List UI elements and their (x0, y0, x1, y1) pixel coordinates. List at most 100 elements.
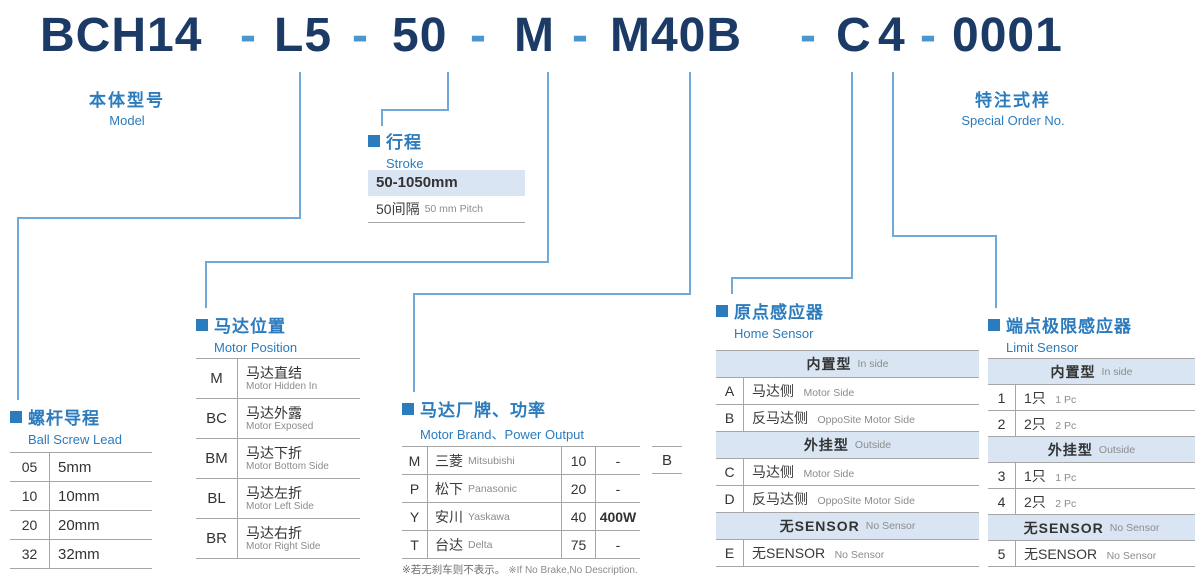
desc-en: No Sensor (834, 549, 885, 561)
desc-cell: 马达侧 Motor Side (744, 462, 854, 482)
group-header-zh: 内置型 (1050, 363, 1096, 380)
desc-en: Motor Hidden In (246, 380, 318, 392)
brand-cell: 安川 Yaskawa (428, 503, 562, 530)
code-cell: BR (196, 519, 238, 558)
desc-en: Motor Left Side (246, 500, 314, 512)
desc-zh: 2只 (1024, 415, 1046, 432)
section-home-sensor-label: 原点感应器 Home Sensor (716, 298, 824, 341)
code-cell: B (716, 405, 744, 431)
power-cell: 75 (562, 531, 596, 558)
code-cell: 2 (988, 411, 1016, 436)
table-row: M 三菱 Mitsubishi 10 - (402, 447, 640, 475)
desc-en: 2 Pc (1055, 497, 1077, 510)
stroke-pitch-zh: 50间隔 (376, 201, 420, 217)
table-row: 10 10mm (10, 482, 152, 511)
table-row: 20 20mm (10, 511, 152, 540)
power-cell: 10 (562, 447, 596, 474)
desc-cell: 2只 2 Pc (1016, 492, 1076, 512)
group-header-en: No Sensor (1109, 521, 1160, 534)
code-cell: 20 (10, 511, 50, 539)
desc-en: Motor Right Side (246, 540, 321, 552)
desc-zh: 马达直结 (246, 364, 302, 381)
connector-motor-brand (413, 72, 691, 392)
model-segment-stroke: 50 (392, 9, 448, 62)
stroke-subtitle: Stroke (386, 156, 424, 171)
table-row: 3 1只 1 Pc (988, 463, 1195, 489)
group-header-en: No Sensor (865, 520, 916, 532)
limit-sensor-title: 端点极限感应器 (988, 312, 1132, 337)
desc-en: OppoSite Motor Side (817, 414, 915, 426)
table-row: T 台达 Delta 75 - (402, 531, 640, 559)
code-cell: 4 (988, 489, 1016, 514)
group-header-en: In side (857, 358, 889, 370)
table-row: P 松下 Panasonic 20 - (402, 475, 640, 503)
desc-en: 1 Pc (1055, 393, 1077, 406)
brand-en: Yaskawa (468, 510, 510, 523)
desc-cell: 反马达侧 OppoSite Motor Side (744, 408, 915, 428)
motor-brand-title: 马达厂牌、功率 (402, 396, 584, 421)
desc-cell: 马达左折 Motor Left Side (238, 485, 314, 513)
desc-cell: 1只 1 Pc (1016, 388, 1076, 408)
section-motor-brand-label: 马达厂牌、功率 Motor Brand、Power Output (402, 396, 584, 443)
code-cell: D (716, 486, 744, 512)
code-cell: 3 (988, 463, 1016, 488)
desc-zh: 马达左折 (246, 484, 302, 501)
table-row: E 无SENSOR No Sensor (716, 540, 979, 567)
model-label-zh: 本体型号 (89, 91, 165, 110)
desc-cell: 20mm (58, 516, 100, 534)
table-row: BC 马达外露 Motor Exposed (196, 399, 360, 439)
group-header-zh: 外挂型 (803, 437, 849, 453)
desc-zh: 马达侧 (752, 464, 794, 480)
desc-cell: 10mm (58, 487, 100, 505)
table-row: BR 马达右折 Motor Right Side (196, 519, 360, 559)
group-header-row: 外挂型 Outside (988, 437, 1195, 463)
model-segment-body: BCH14 (40, 9, 203, 62)
desc-en: Motor Bottom Side (246, 460, 329, 472)
desc-cell: 无SENSOR No Sensor (1016, 544, 1156, 564)
desc-zh: 马达侧 (752, 383, 794, 399)
model-segment-limit-sensor: 4 (878, 9, 906, 62)
code-cell: T (402, 531, 428, 558)
code-cell: BL (196, 479, 238, 518)
desc-zh: 2只 (1024, 493, 1046, 510)
desc-cell: 5mm (58, 458, 92, 476)
group-header-row: 内置型 In side (988, 359, 1195, 385)
section-ball-screw-lead-label: 螺杆导程 Ball Screw Lead (10, 404, 122, 447)
table-row: 05 5mm (10, 453, 152, 482)
desc-cell: 1只 1 Pc (1016, 466, 1076, 486)
desc-cell: 反马达侧 OppoSite Motor Side (744, 489, 915, 509)
group-header-zh: 内置型 (806, 356, 852, 372)
desc-zh: 马达右折 (246, 524, 302, 541)
special-order-label-en: Special Order No. (961, 113, 1065, 128)
motor-position-table: M 马达直结 Motor Hidden In BC 马达外露 Motor Exp… (196, 358, 360, 559)
group-header-zh: 无SENSOR (779, 518, 860, 534)
code-cell: Y (402, 503, 428, 530)
motor-brand-table: M 三菱 Mitsubishi 10 - P 松下 Panasonic 20 -… (402, 446, 640, 559)
special-order-label-zh: 特注式样 (975, 91, 1051, 110)
group-header-row: 无SENSOR No Sensor (988, 515, 1195, 541)
table-row: 1 1只 1 Pc (988, 385, 1195, 411)
code-cell: 5 (988, 541, 1016, 566)
group-header-row: 外挂型 Outside (716, 432, 979, 459)
group-header-en: In side (1101, 365, 1133, 378)
model-dash: - (352, 9, 369, 62)
desc-zh: 马达下折 (246, 444, 302, 461)
connector-motor-position (205, 72, 549, 308)
stroke-range: 50-1050mm (368, 170, 525, 196)
motor-position-title: 马达位置 (196, 312, 297, 337)
group-header-zh: 外挂型 (1047, 441, 1093, 458)
desc-cell: 32mm (58, 545, 100, 563)
model-dash: - (572, 9, 589, 62)
stroke-title: 行程 (368, 128, 424, 153)
code-cell: M (196, 359, 238, 398)
desc-cell: 马达外露 Motor Exposed (238, 405, 313, 433)
desc-zh: 1只 (1024, 467, 1046, 484)
desc-cell: 2只 2 Pc (1016, 414, 1076, 434)
desc-en: 1 Pc (1055, 471, 1077, 484)
table-row: D 反马达侧 OppoSite Motor Side (716, 486, 979, 513)
desc-cell: 马达下折 Motor Bottom Side (238, 445, 329, 473)
connector-ball-screw-lead (17, 72, 301, 400)
model-label: 本体型号 Model (52, 86, 202, 128)
model-segment-home-sensor: C (836, 9, 872, 62)
